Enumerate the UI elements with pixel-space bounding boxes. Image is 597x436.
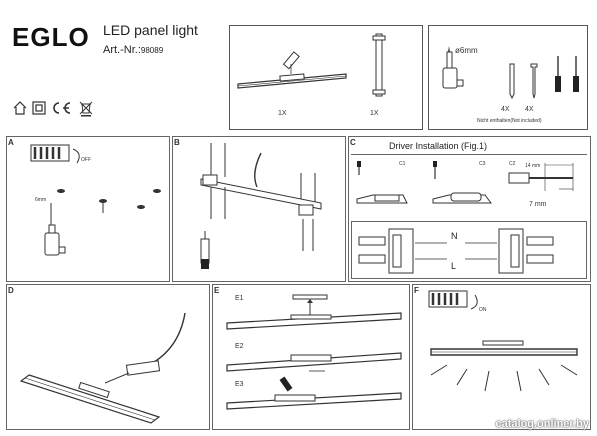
- article-value: 98089: [140, 46, 164, 55]
- live-label: L: [451, 261, 457, 271]
- suspension-rod-illustration: [372, 33, 386, 97]
- e1-label: E1: [235, 295, 244, 302]
- section-b: B: [172, 136, 346, 282]
- section-e: E E1 E2 E3: [212, 284, 410, 430]
- on-label: ON: [479, 307, 487, 313]
- c3-label: C3: [479, 161, 486, 167]
- house-icon: [13, 101, 27, 115]
- flat-screwdriver-icon: [573, 56, 579, 92]
- driver-c3-illustration: [432, 161, 492, 204]
- drill-icon: [442, 46, 464, 89]
- off-label: OFF: [81, 157, 91, 163]
- not-included-note: Nicht enthalten(Not included): [477, 118, 542, 124]
- section-f: F ON: [412, 284, 591, 430]
- wiring-subpanel: [351, 221, 587, 279]
- mounting-bracket-illustration: [200, 143, 322, 269]
- assembly-steps-illustration: [226, 294, 402, 410]
- section-e-label: E: [214, 286, 220, 295]
- wall-plug-icon: [509, 63, 515, 100]
- section-d: D: [6, 284, 210, 430]
- section-a: A OFF 6mm: [6, 136, 170, 282]
- section-f-label: F: [414, 286, 419, 295]
- qty-rod: 1X: [370, 110, 379, 117]
- qty-screws: 4X: [525, 106, 534, 113]
- section-c: C Driver Installation (Fig.1) C1 C3 C2 1…: [348, 136, 591, 282]
- e3-label: E3: [235, 381, 244, 388]
- breaker-on-illustration: [428, 290, 478, 310]
- section-b-label: B: [174, 138, 180, 147]
- product-title: LED panel light: [103, 22, 198, 38]
- phillips-screwdriver-icon: [555, 56, 561, 92]
- ce-mark-icon: [53, 102, 71, 114]
- panel-with-driver-illustration: [19, 312, 186, 424]
- bare-length: 7 mm: [529, 201, 547, 208]
- class-ii-icon: [32, 101, 46, 115]
- drill-size: ø6mm: [455, 46, 478, 55]
- neutral-label: N: [451, 231, 458, 241]
- screw-icon: [530, 63, 538, 99]
- strip-length: 14 mm: [525, 163, 541, 169]
- c2-label: C2: [509, 161, 516, 167]
- section-c-label: C: [350, 138, 356, 147]
- article-label: Art.-Nr.:: [103, 44, 141, 56]
- brand-logo: EGLO: [12, 22, 90, 52]
- breaker-off-illustration: [30, 144, 80, 164]
- section-a-label: A: [8, 138, 14, 147]
- panel-with-remote-illustration: [237, 51, 347, 89]
- drilling-illustration: [44, 203, 66, 256]
- wiring-illustration: [358, 228, 554, 274]
- drill-depth: 6mm: [35, 197, 47, 203]
- section-d-label: D: [8, 286, 14, 295]
- driver-installation-title: Driver Installation (Fig.1): [389, 141, 488, 151]
- c1-label: C1: [399, 161, 406, 167]
- wire-strip-c2-illustration: [508, 163, 574, 191]
- qty-panel: 1X: [278, 110, 287, 117]
- lit-panel-illustration: [430, 340, 578, 392]
- article-number: Art.-Nr.:98089: [103, 44, 163, 56]
- watermark: catalog.onliner.by: [495, 418, 589, 430]
- e2-label: E2: [235, 343, 244, 350]
- weee-bin-icon: [79, 101, 93, 117]
- certification-icons: [12, 98, 112, 118]
- driver-c1-illustration: [356, 161, 408, 204]
- fixings-box: ø6mm 4X 4X Nicht enthalten(Not included): [428, 25, 588, 130]
- qty-plugs: 4X: [501, 106, 510, 113]
- mounting-holes-illustration: [57, 189, 161, 213]
- c-title-divider: [351, 154, 587, 155]
- package-contents-box: 1X 1X: [229, 25, 423, 130]
